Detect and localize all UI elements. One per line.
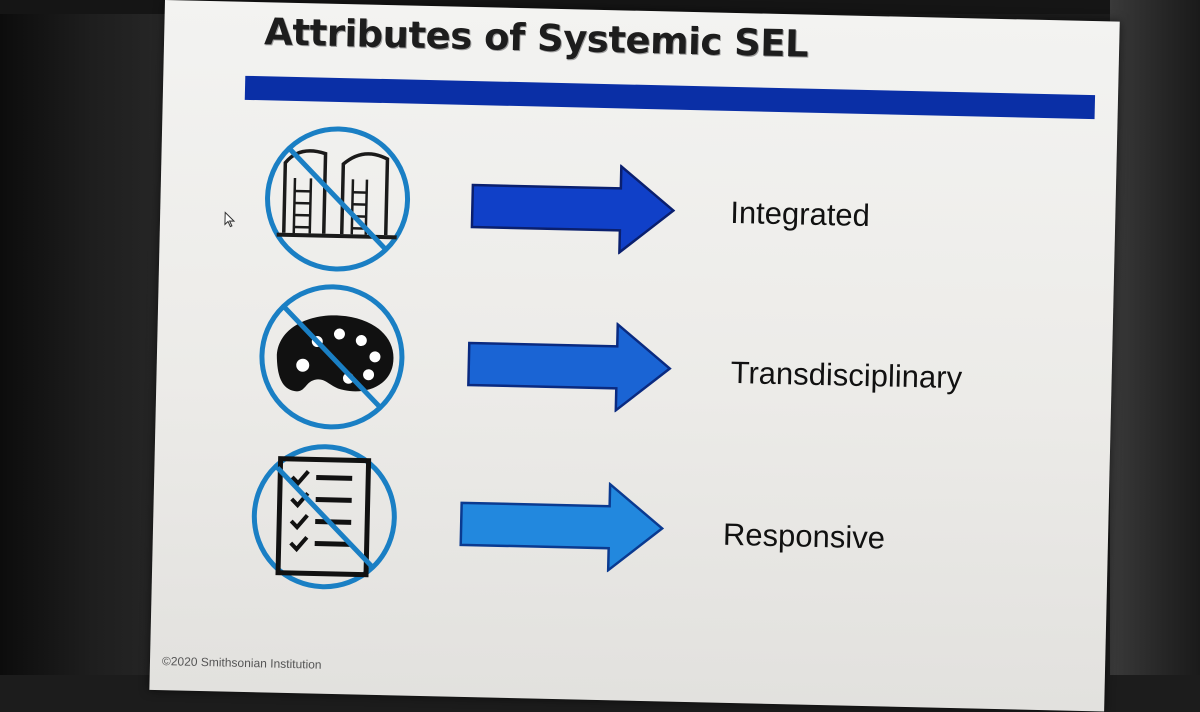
attribute-label-integrated: Integrated bbox=[729, 194, 871, 234]
no-silos-icon bbox=[261, 122, 414, 275]
arrow-right-icon bbox=[469, 161, 676, 256]
mouse-cursor-icon bbox=[224, 211, 236, 228]
arrow-right-icon bbox=[466, 319, 673, 414]
monitor-bezel-right bbox=[1110, 0, 1200, 675]
arrow-right-icon bbox=[458, 479, 665, 574]
no-palette-icon bbox=[255, 280, 408, 433]
attribute-label-responsive: Responsive bbox=[722, 516, 886, 556]
attribute-row-transdisciplinary: Transdisciplinary bbox=[155, 278, 1113, 460]
title-underline-bar bbox=[244, 75, 1096, 120]
attribute-row-responsive: Responsive bbox=[151, 438, 1109, 620]
no-checklist-icon bbox=[248, 440, 401, 593]
attribute-label-transdisciplinary: Transdisciplinary bbox=[730, 354, 963, 396]
slide-title: Attributes of Systemic SEL bbox=[263, 10, 809, 66]
copyright-footer: ©2020 Smithsonian Institution bbox=[161, 654, 322, 672]
attribute-row-integrated: Integrated bbox=[159, 120, 1117, 302]
presentation-slide: Attributes of Systemic SEL bbox=[149, 0, 1120, 712]
